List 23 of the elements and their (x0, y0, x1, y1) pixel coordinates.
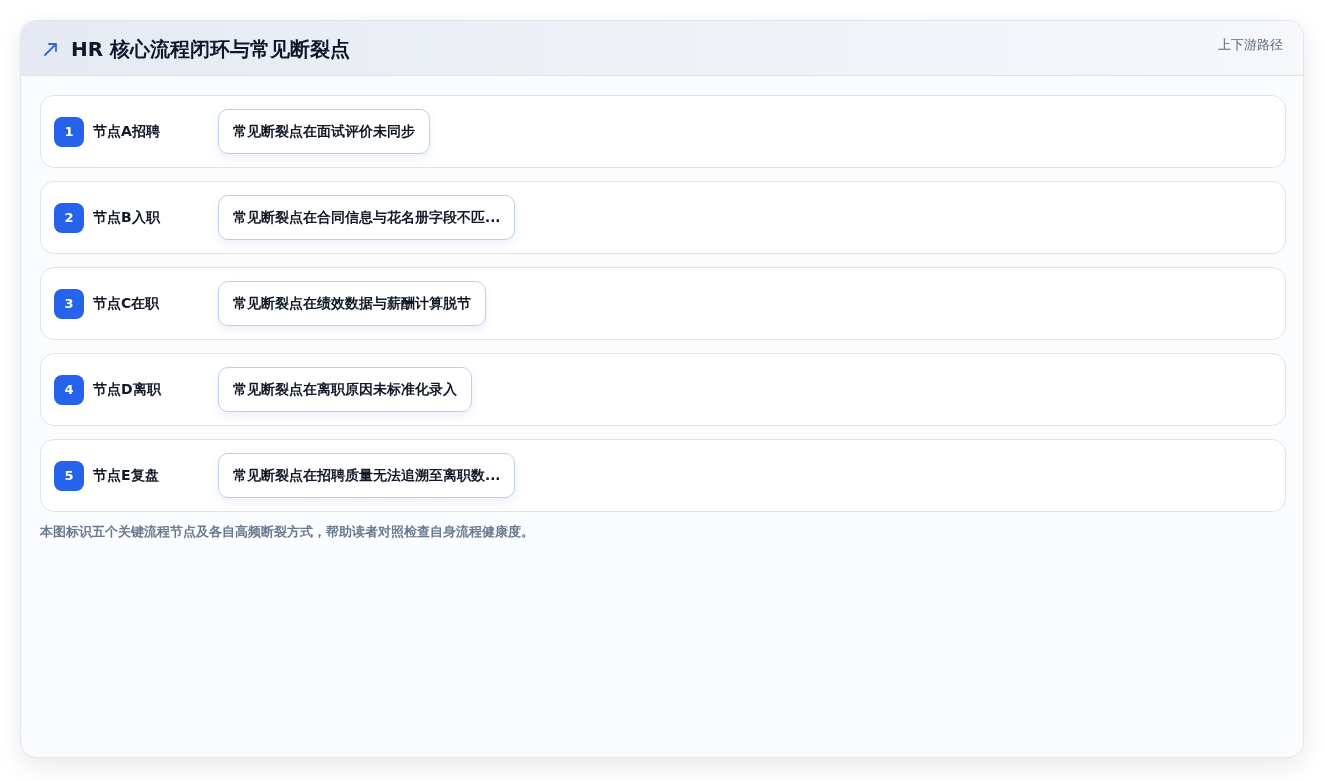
breakpoint-card: 常见断裂点在招聘质量无法追溯至离职数... (218, 453, 516, 498)
process-row (40, 181, 1286, 254)
breakpoint-card: 常见断裂点在离职原因未标准化录入 (218, 367, 472, 412)
step-name: 节点C在职 (93, 294, 161, 313)
number-badge: 4 (54, 374, 84, 405)
number-badge: 2 (54, 202, 84, 233)
step-name: 节点D离职 (93, 380, 162, 399)
breakpoint-card: 常见断裂点在绩效数据与薪酬计算脱节 (218, 281, 486, 326)
caption: 本图标识五个关键流程节点及各自高频断裂方式，帮助读者对照检查自身流程健康度。 (40, 523, 534, 541)
title: HR 核心流程闭环与常见断裂点 (71, 36, 351, 62)
step-name: 节点B入职 (93, 208, 161, 227)
header-note: 上下游路径 (1218, 36, 1283, 54)
step-name: 节点A招聘 (93, 122, 161, 141)
process-row (40, 95, 1286, 168)
number-badge: 1 (54, 116, 84, 147)
breakpoint-card: 常见断裂点在合同信息与花名册字段不匹... (218, 195, 516, 240)
process-row (40, 267, 1286, 340)
number-badge: 5 (54, 460, 84, 491)
breakpoint-card: 常见断裂点在面试评价未同步 (218, 109, 430, 154)
process-row (40, 439, 1286, 512)
process-row (40, 353, 1286, 426)
number-badge: 3 (54, 288, 84, 319)
step-name: 节点E复盘 (93, 466, 160, 485)
